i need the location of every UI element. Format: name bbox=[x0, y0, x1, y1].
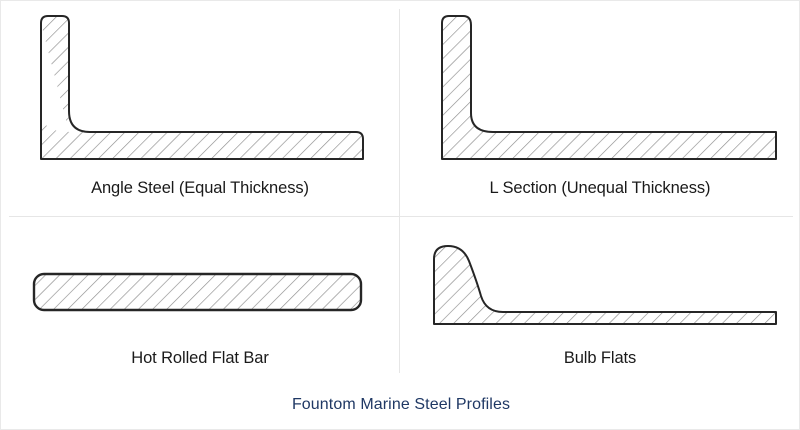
vertical-divider bbox=[399, 9, 400, 373]
figure-cell-l-section: L Section (Unequal Thickness) bbox=[401, 1, 799, 216]
figure-label-flat-bar: Hot Rolled Flat Bar bbox=[131, 349, 269, 367]
bulb-flats-hatch-fill bbox=[434, 246, 776, 324]
l-section-outline bbox=[441, 15, 777, 160]
figure-label-bulb-flats: Bulb Flats bbox=[563, 349, 637, 367]
flat-bar-hatch-fill bbox=[34, 274, 361, 310]
bulb-flats-diagram bbox=[433, 245, 777, 325]
figure-cell-bulb-flats: Bulb Flats bbox=[401, 216, 799, 429]
l-section-diagram bbox=[441, 15, 777, 160]
l-section-hatch-fill bbox=[442, 16, 776, 159]
flat-bar-diagram bbox=[32, 272, 363, 312]
angle-steel-diagram bbox=[40, 15, 364, 160]
bulb-flats-outline bbox=[433, 245, 777, 325]
angle-steel-hatch-fill bbox=[41, 16, 363, 159]
flat-bar-outline bbox=[32, 272, 363, 312]
figure-caption: Fountom Marine Steel Profiles bbox=[291, 396, 511, 413]
figure-cell-flat-bar: Hot Rolled Flat Bar bbox=[1, 216, 399, 429]
figure-label-angle-steel: Angle Steel (Equal Thickness) bbox=[91, 179, 309, 197]
horizontal-divider bbox=[9, 216, 793, 217]
angle-steel-outline bbox=[40, 15, 364, 160]
figure-cell-angle-steel: Angle Steel (Equal Thickness) bbox=[1, 1, 399, 216]
figure-label-l-section: L Section (Unequal Thickness) bbox=[489, 179, 711, 197]
